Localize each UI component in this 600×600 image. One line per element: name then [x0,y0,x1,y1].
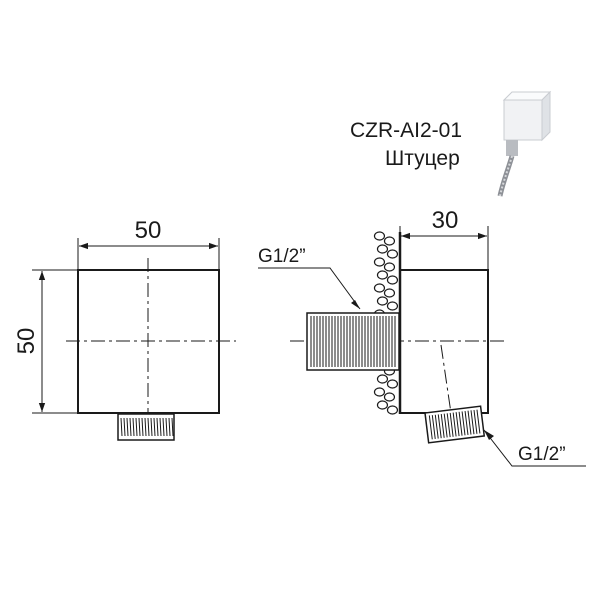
width-dimension-label: 50 [135,217,162,244]
thread-line [120,417,123,437]
wall-hatch-stone [386,275,399,285]
wall-hatch-stone [376,244,389,254]
height-dimension-label: 50 [13,328,40,355]
thread-line [150,417,153,437]
thread-line [449,412,454,437]
wall-hatch-stone [373,231,386,241]
outlet-leader-arrowhead [484,430,494,440]
inlet-thread-label: G1/2” [258,246,306,267]
thread-line [446,413,451,438]
wall-hatch-stone [373,387,386,397]
wall-hatch-stone [373,257,386,267]
thread-line [470,410,475,435]
outlet-thread-label: G1/2” [518,444,566,465]
thread-line [464,411,469,435]
outlet-thread [424,405,486,444]
wall-hatch-stone [376,270,389,280]
wall-hatch-stone [386,379,399,389]
thread-line [476,409,481,434]
wall-hatch-stone [376,296,389,306]
thread-line [473,409,478,434]
wall-hatch-stone [386,405,399,415]
front-thread-nipple [117,413,175,441]
product-photo [497,90,552,197]
thread-line [159,417,162,437]
inlet-thread [306,312,400,371]
thread-line [129,417,132,437]
thread-line [428,415,433,440]
wall-hatch-stone [376,400,389,410]
thread-line [138,417,141,437]
thread-line [132,417,135,437]
wall-hatch-stone [376,374,389,384]
thread-line [467,410,472,435]
thread-line [141,417,144,437]
thread-line [452,412,457,437]
thread-line [156,417,159,437]
product-name: Штуцер [385,147,460,170]
thread-line [135,417,138,437]
thread-line [153,417,156,437]
product-code: CZR-AI2-01 [350,119,462,142]
thread-line [162,417,165,437]
thread-line [126,417,129,437]
thread-line [431,415,436,440]
wall-hatch-stone [383,236,396,246]
wall-hatch-stone [386,249,399,259]
wall-hatch-stone [383,392,396,402]
wall-hatch-stone [386,301,399,311]
front-view: 50 50 [13,217,236,441]
inlet-thread-leader [258,267,361,310]
depth-dimension-label: 30 [432,207,459,234]
wall-hatch-stone [383,288,396,298]
thread-line [443,413,448,438]
thread-line [437,414,442,439]
side-view: 30 G1/2” G1/2” [258,207,586,467]
wall-hatch-stone [373,283,386,293]
thread-line [171,417,174,437]
thread-line [147,417,150,437]
thread-line [123,417,126,437]
thread-line [168,417,171,437]
thread-line [461,411,466,436]
thread-line [458,411,463,436]
thread-line [165,417,168,437]
outlet-thread-leader [483,429,586,467]
thread-line [455,412,460,437]
wall-hatch-stone [383,262,396,272]
thread-line [144,417,147,437]
thread-line [440,413,445,438]
thread-line [434,414,439,439]
side-outlet-centerline [440,344,453,421]
inlet-leader-arrowhead [351,300,360,309]
